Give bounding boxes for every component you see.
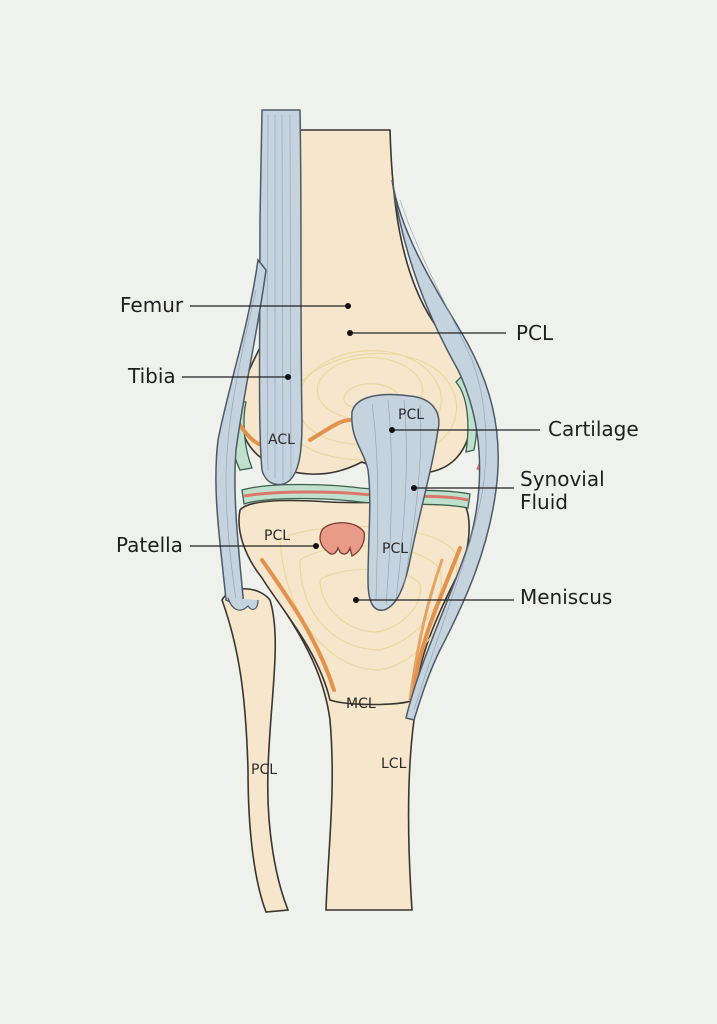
inner-label-lcl: LCL	[381, 756, 407, 772]
inner-label-pcl-fibula: PCL	[251, 762, 277, 778]
label-patella: Patella	[116, 533, 183, 557]
inner-label-mcl: MCL	[346, 696, 376, 712]
label-femur: Femur	[120, 293, 184, 317]
label-pcl: PCL	[516, 321, 554, 345]
inner-label-acl: ACL	[268, 432, 295, 448]
label-fluid: Fluid	[520, 490, 568, 514]
patella-shape	[320, 523, 364, 556]
inner-label-pcl-upper: PCL	[398, 407, 424, 423]
inner-label-pcl-mid-left: PCL	[264, 528, 290, 544]
left-long-ligament	[260, 110, 303, 485]
label-meniscus: Meniscus	[520, 585, 612, 609]
fibula-bone	[222, 589, 288, 912]
label-cartilage: Cartilage	[548, 417, 639, 441]
label-tibia: Tibia	[127, 364, 176, 388]
inner-label-pcl-mid-right: PCL	[382, 541, 408, 557]
label-synovial: Synovial	[520, 467, 605, 491]
